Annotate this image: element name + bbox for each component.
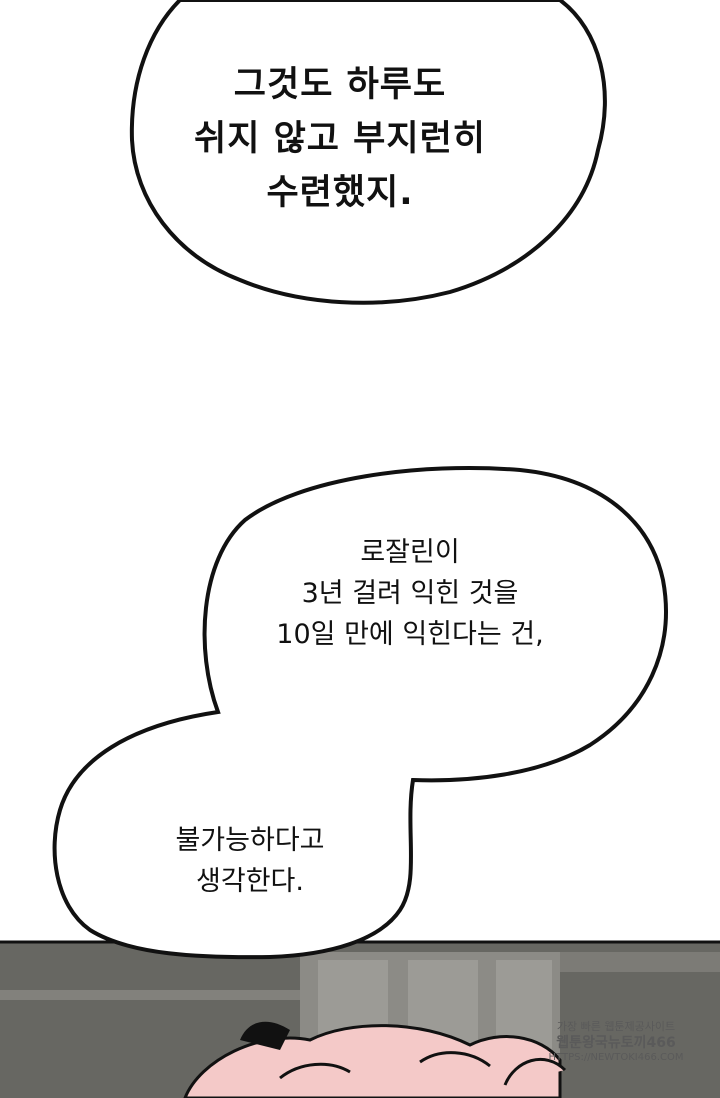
speech-bubble-1 <box>129 0 607 305</box>
dialogue-line: 로잘린이 <box>360 537 460 568</box>
speech-bubble-2 <box>52 466 668 960</box>
site-watermark: 가장 빠른 웹툰제공사이트 웹툰왕국뉴토끼466 HTTPS://NEWTOKI… <box>546 1020 686 1064</box>
dialogue-line: 생각한다. <box>196 866 304 897</box>
watermark-line-2: 웹툰왕국뉴토끼466 <box>556 1035 676 1051</box>
bubble-2-dialogue: 로잘린이 3년 걸려 익힌 것을 10일 만에 익힌다는 건, <box>200 532 620 655</box>
dialogue-line: 3년 걸려 익힌 것을 <box>301 578 519 609</box>
dialogue-line: 10일 만에 익힌다는 건, <box>276 619 544 650</box>
dialogue-line: 그것도 하루도 <box>233 65 447 105</box>
bubble-3-dialogue: 불가능하다고 생각한다. <box>100 820 400 902</box>
dialogue-line: 수련했지. <box>266 173 414 213</box>
watermark-line-1: 가장 빠른 웹툰제공사이트 <box>556 1020 676 1033</box>
dialogue-line: 불가능하다고 <box>175 825 325 856</box>
dialogue-line: 쉬지 않고 부지런히 <box>194 119 486 159</box>
bubble-1-dialogue: 그것도 하루도 쉬지 않고 부지런히 수련했지. <box>140 58 540 220</box>
watermark-line-3: HTTPS://NEWTOKI466.COM <box>548 1052 684 1063</box>
character-hair <box>183 1021 567 1098</box>
